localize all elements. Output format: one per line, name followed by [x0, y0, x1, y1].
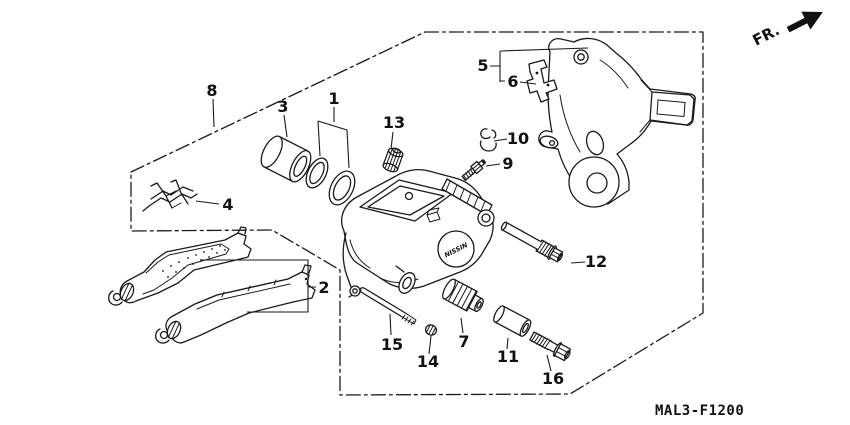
part-5-caliper-bracket: [538, 37, 696, 208]
part-7-pin-boot: [442, 278, 484, 312]
callout-8-number: 8: [206, 81, 217, 100]
callout-1-number: 1: [328, 89, 339, 108]
callout-15-number: 15: [381, 335, 403, 354]
callout-7: 7: [458, 317, 470, 351]
callout-13-number: 13: [383, 113, 405, 132]
callout-4: 4: [195, 195, 234, 214]
part-10-clip: [479, 128, 497, 152]
callout-8: 8: [206, 81, 218, 128]
part-12-pin-bolt: [500, 221, 564, 263]
part-15-pad-pin: [359, 287, 417, 326]
callout-10: 10: [493, 129, 529, 148]
callout-2-number: 2: [318, 278, 329, 297]
diagram-code: MAL3-F1200: [655, 403, 744, 419]
callout-5-number: 5: [477, 56, 488, 75]
callout-12: 12: [570, 252, 607, 271]
brake-pad-outer: [108, 226, 252, 306]
callout-14-number: 14: [417, 352, 439, 371]
callout-2: 2: [200, 259, 330, 313]
caliper-piston-cap: NISSIN: [437, 230, 475, 268]
bracket-bolt-hole: [573, 49, 589, 65]
brake-pad-inner: [155, 264, 316, 344]
callout-14: 14: [417, 335, 439, 371]
bracket-axle-socket: [649, 91, 695, 126]
bracket-lightening-hole: [585, 130, 605, 156]
part-13-bleeder-cap: [382, 147, 404, 173]
callout-3: 3: [277, 97, 289, 138]
part-8-caliper-body: NISSIN: [341, 169, 495, 298]
part-6-pad-retainer: [526, 59, 558, 103]
callout-13: 13: [383, 113, 405, 150]
callout-16-number: 16: [542, 369, 564, 388]
callout-6: 6: [507, 72, 537, 91]
callout-6-number: 6: [507, 72, 518, 91]
part-11-collar: [493, 305, 532, 337]
fr-direction-marker: FR.: [750, 11, 823, 50]
callout-11: 11: [497, 337, 519, 366]
part-3-piston: [260, 135, 312, 183]
callout-9: 9: [485, 154, 514, 173]
callout-15: 15: [381, 313, 403, 354]
fr-label: FR.: [750, 21, 783, 50]
callout-1: 1: [317, 89, 350, 169]
callout-3-number: 3: [277, 97, 288, 116]
part-9-bleed-screw: [461, 159, 486, 181]
callout-5: 5: [477, 47, 589, 82]
callout-9-number: 9: [502, 154, 513, 173]
part-2-brake-pads: [108, 226, 316, 344]
callout-4-number: 4: [222, 195, 233, 214]
part-14-pin-plug: [424, 324, 438, 336]
callouts: 1 2 3 4 5 6 7 8: [195, 47, 607, 388]
part-4-pad-spring: [142, 179, 198, 212]
caliper-mount-ear-hole: [477, 209, 495, 227]
assembly-boundary-outline: [130, 31, 704, 396]
callout-12-number: 12: [585, 252, 607, 271]
callout-16: 16: [542, 354, 564, 388]
part-1-seal-set: [305, 157, 356, 206]
callout-11-number: 11: [497, 347, 519, 366]
callout-10-number: 10: [507, 129, 529, 148]
callout-7-number: 7: [458, 332, 469, 351]
fr-arrow-icon: [786, 11, 823, 33]
part-16-flange-bolt: [529, 331, 572, 362]
